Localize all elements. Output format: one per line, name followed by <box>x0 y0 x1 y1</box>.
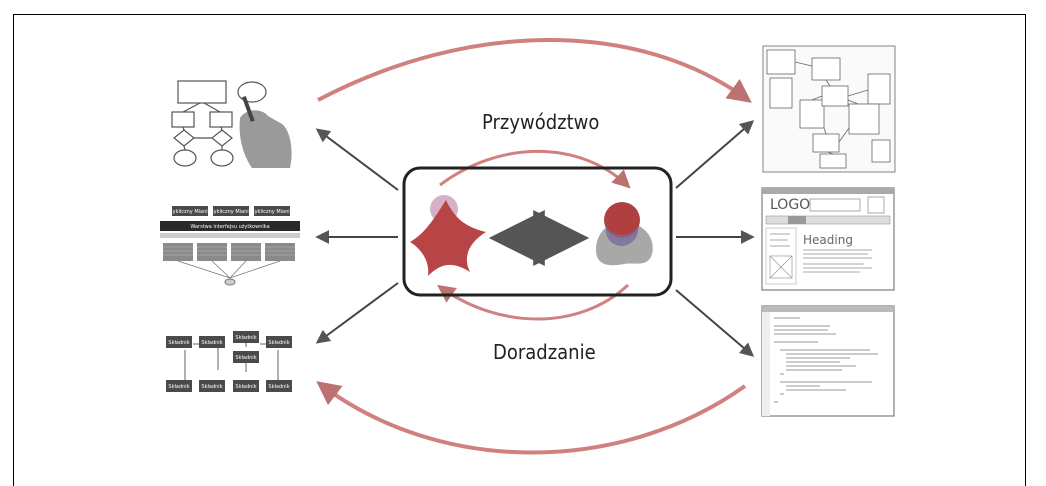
leadership-label: Przywództwo <box>482 110 600 134</box>
svg-text:Składnik: Składnik <box>168 384 189 390</box>
svg-text:Składnik: Składnik <box>268 384 289 390</box>
svg-text:Składnik: Składnik <box>201 384 222 390</box>
svg-text:Składnik: Składnik <box>235 384 256 390</box>
top-curve-arrow <box>317 38 752 103</box>
mentee-overlap <box>605 226 639 246</box>
arrow-to-components <box>315 282 399 344</box>
svg-text:Warstwa interfejsu użytkownika: Warstwa interfejsu użytkownika <box>190 224 269 230</box>
code-editor-illustration <box>761 305 895 417</box>
inner-bottom-curve-arrow <box>437 283 630 321</box>
arrow-to-uml <box>675 120 755 189</box>
svg-text:Heading: Heading <box>803 233 853 247</box>
figure-frame <box>13 14 1026 486</box>
arrow-to-flowchart <box>315 128 399 191</box>
svg-text:Cykliczny Mianiu: Cykliczny Mianiu <box>251 209 293 215</box>
center-box <box>402 166 673 297</box>
svg-text:Składnik: Składnik <box>201 340 222 346</box>
svg-text:Składnik: Składnik <box>235 335 256 341</box>
components-illustration: Składnik Składnik Składnik Składnik Skła… <box>166 331 292 392</box>
advising-label: Doradzanie <box>493 340 596 364</box>
svg-text:Cykliczny Mianiu: Cykliczny Mianiu <box>169 209 211 215</box>
mentee-head <box>604 202 640 238</box>
inner-top-curve-arrow <box>439 150 631 189</box>
architecture-illustration: Cykliczny Mianiu Cykliczny Mianiu Cyklic… <box>160 206 300 286</box>
mentor-star-shape <box>410 200 486 276</box>
bottom-curve-arrow <box>316 381 747 455</box>
arrow-to-code <box>675 289 755 357</box>
hand-shape <box>239 110 292 168</box>
pen-shape <box>242 96 255 122</box>
svg-text:Składnik: Składnik <box>235 355 256 361</box>
uml-diagram-illustration <box>762 45 896 173</box>
svg-text:LOGO: LOGO <box>770 197 810 213</box>
wireframe-illustration: LOGO Heading <box>761 187 895 291</box>
svg-text:Cykliczny Mianiu: Cykliczny Mianiu <box>210 209 252 215</box>
svg-text:Składnik: Składnik <box>168 340 189 346</box>
svg-text:Składnik: Składnik <box>268 340 289 346</box>
